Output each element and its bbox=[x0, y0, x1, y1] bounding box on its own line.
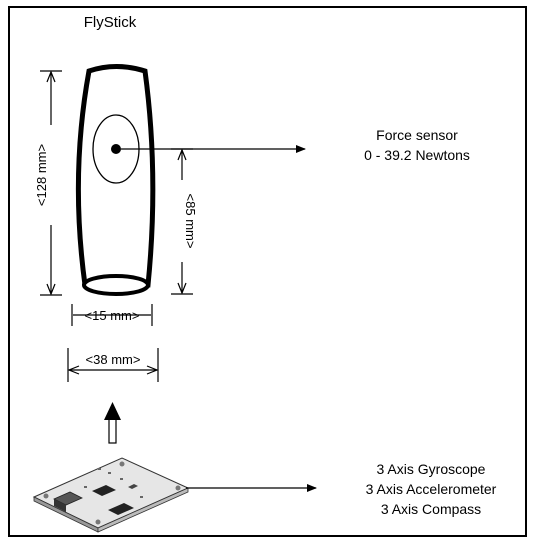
flystick-body bbox=[75, 64, 156, 296]
height-dimension-128: <128 mm> bbox=[32, 70, 70, 296]
width-outer-label: <38 mm> bbox=[86, 352, 141, 367]
height-total-label: <128 mm> bbox=[34, 144, 49, 206]
imu-compass-label: 3 Axis Compass bbox=[381, 501, 481, 517]
imu-gyroscope-label: 3 Axis Gyroscope bbox=[377, 461, 486, 477]
diagram-title: FlyStick bbox=[84, 14, 137, 31]
force-sensor-label: Force sensor bbox=[376, 127, 458, 143]
width-dimension-15: <15 mm> bbox=[71, 304, 153, 326]
board-to-stick-arrow bbox=[104, 402, 121, 444]
imu-circuit-board bbox=[32, 457, 190, 533]
imu-accelerometer-label: 3 Axis Accelerometer bbox=[366, 481, 497, 497]
height-dimension-85: <85 mm> bbox=[171, 148, 203, 295]
width-dimension-38: <38 mm> bbox=[67, 348, 159, 382]
width-inner-label: <15 mm> bbox=[85, 308, 140, 323]
force-sensor-range: 0 - 39.2 Newtons bbox=[364, 147, 470, 163]
height-sensor-label: <85 mm> bbox=[183, 194, 198, 249]
